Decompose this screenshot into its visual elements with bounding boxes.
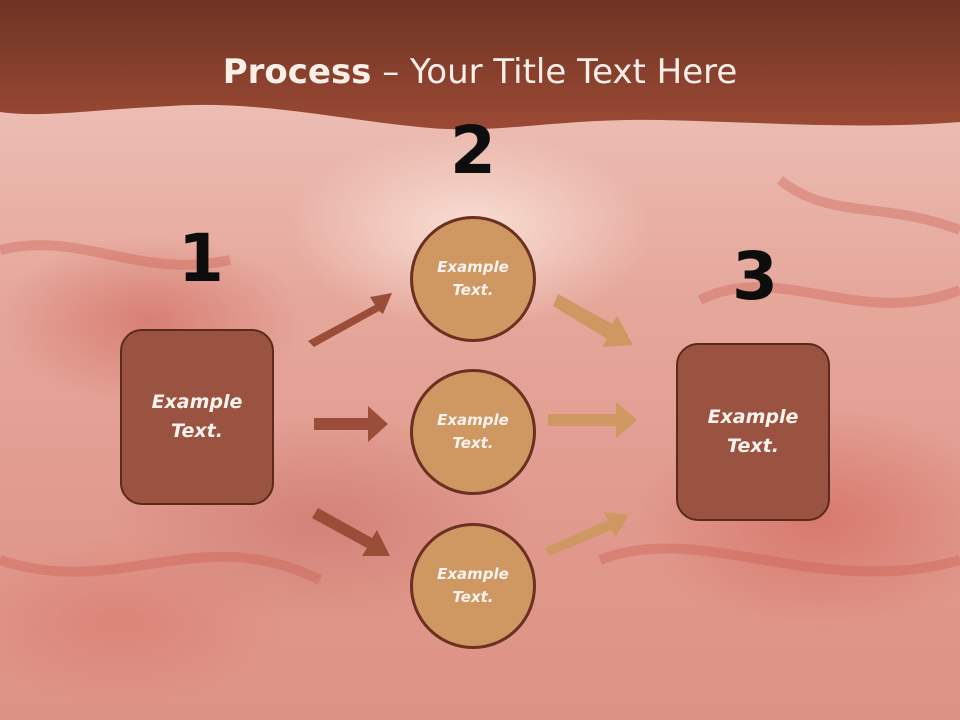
circle-bottom: Example Text. <box>410 523 536 649</box>
step-number-1: 1 <box>178 220 224 297</box>
circle-middle-text: Example Text. <box>437 411 509 452</box>
circle-bottom-text: Example Text. <box>437 565 509 606</box>
arrow-middle-to-right <box>548 402 637 438</box>
circle-middle: Example Text. <box>410 369 536 495</box>
arrow-top-to-right <box>553 294 633 347</box>
arrow-left-to-top <box>308 293 392 347</box>
right-process-box: Example Text. <box>676 343 830 521</box>
circle-top: Example Text. <box>410 216 536 342</box>
arrow-bottom-to-right <box>545 512 629 556</box>
right-box-text: Example Text. <box>707 406 799 457</box>
header-band <box>0 0 960 130</box>
step-number-3: 3 <box>732 238 778 315</box>
arrow-left-to-middle <box>314 406 388 442</box>
title-rest: – Your Title Text Here <box>371 52 738 92</box>
left-process-box: Example Text. <box>120 329 274 505</box>
title-bold: Process <box>222 52 372 92</box>
arrow-left-to-bottom <box>312 508 390 556</box>
slide-title: Process – Your Title Text Here <box>0 52 960 92</box>
circle-top-text: Example Text. <box>437 258 509 299</box>
left-box-text: Example Text. <box>151 391 243 442</box>
step-number-2: 2 <box>450 112 496 189</box>
